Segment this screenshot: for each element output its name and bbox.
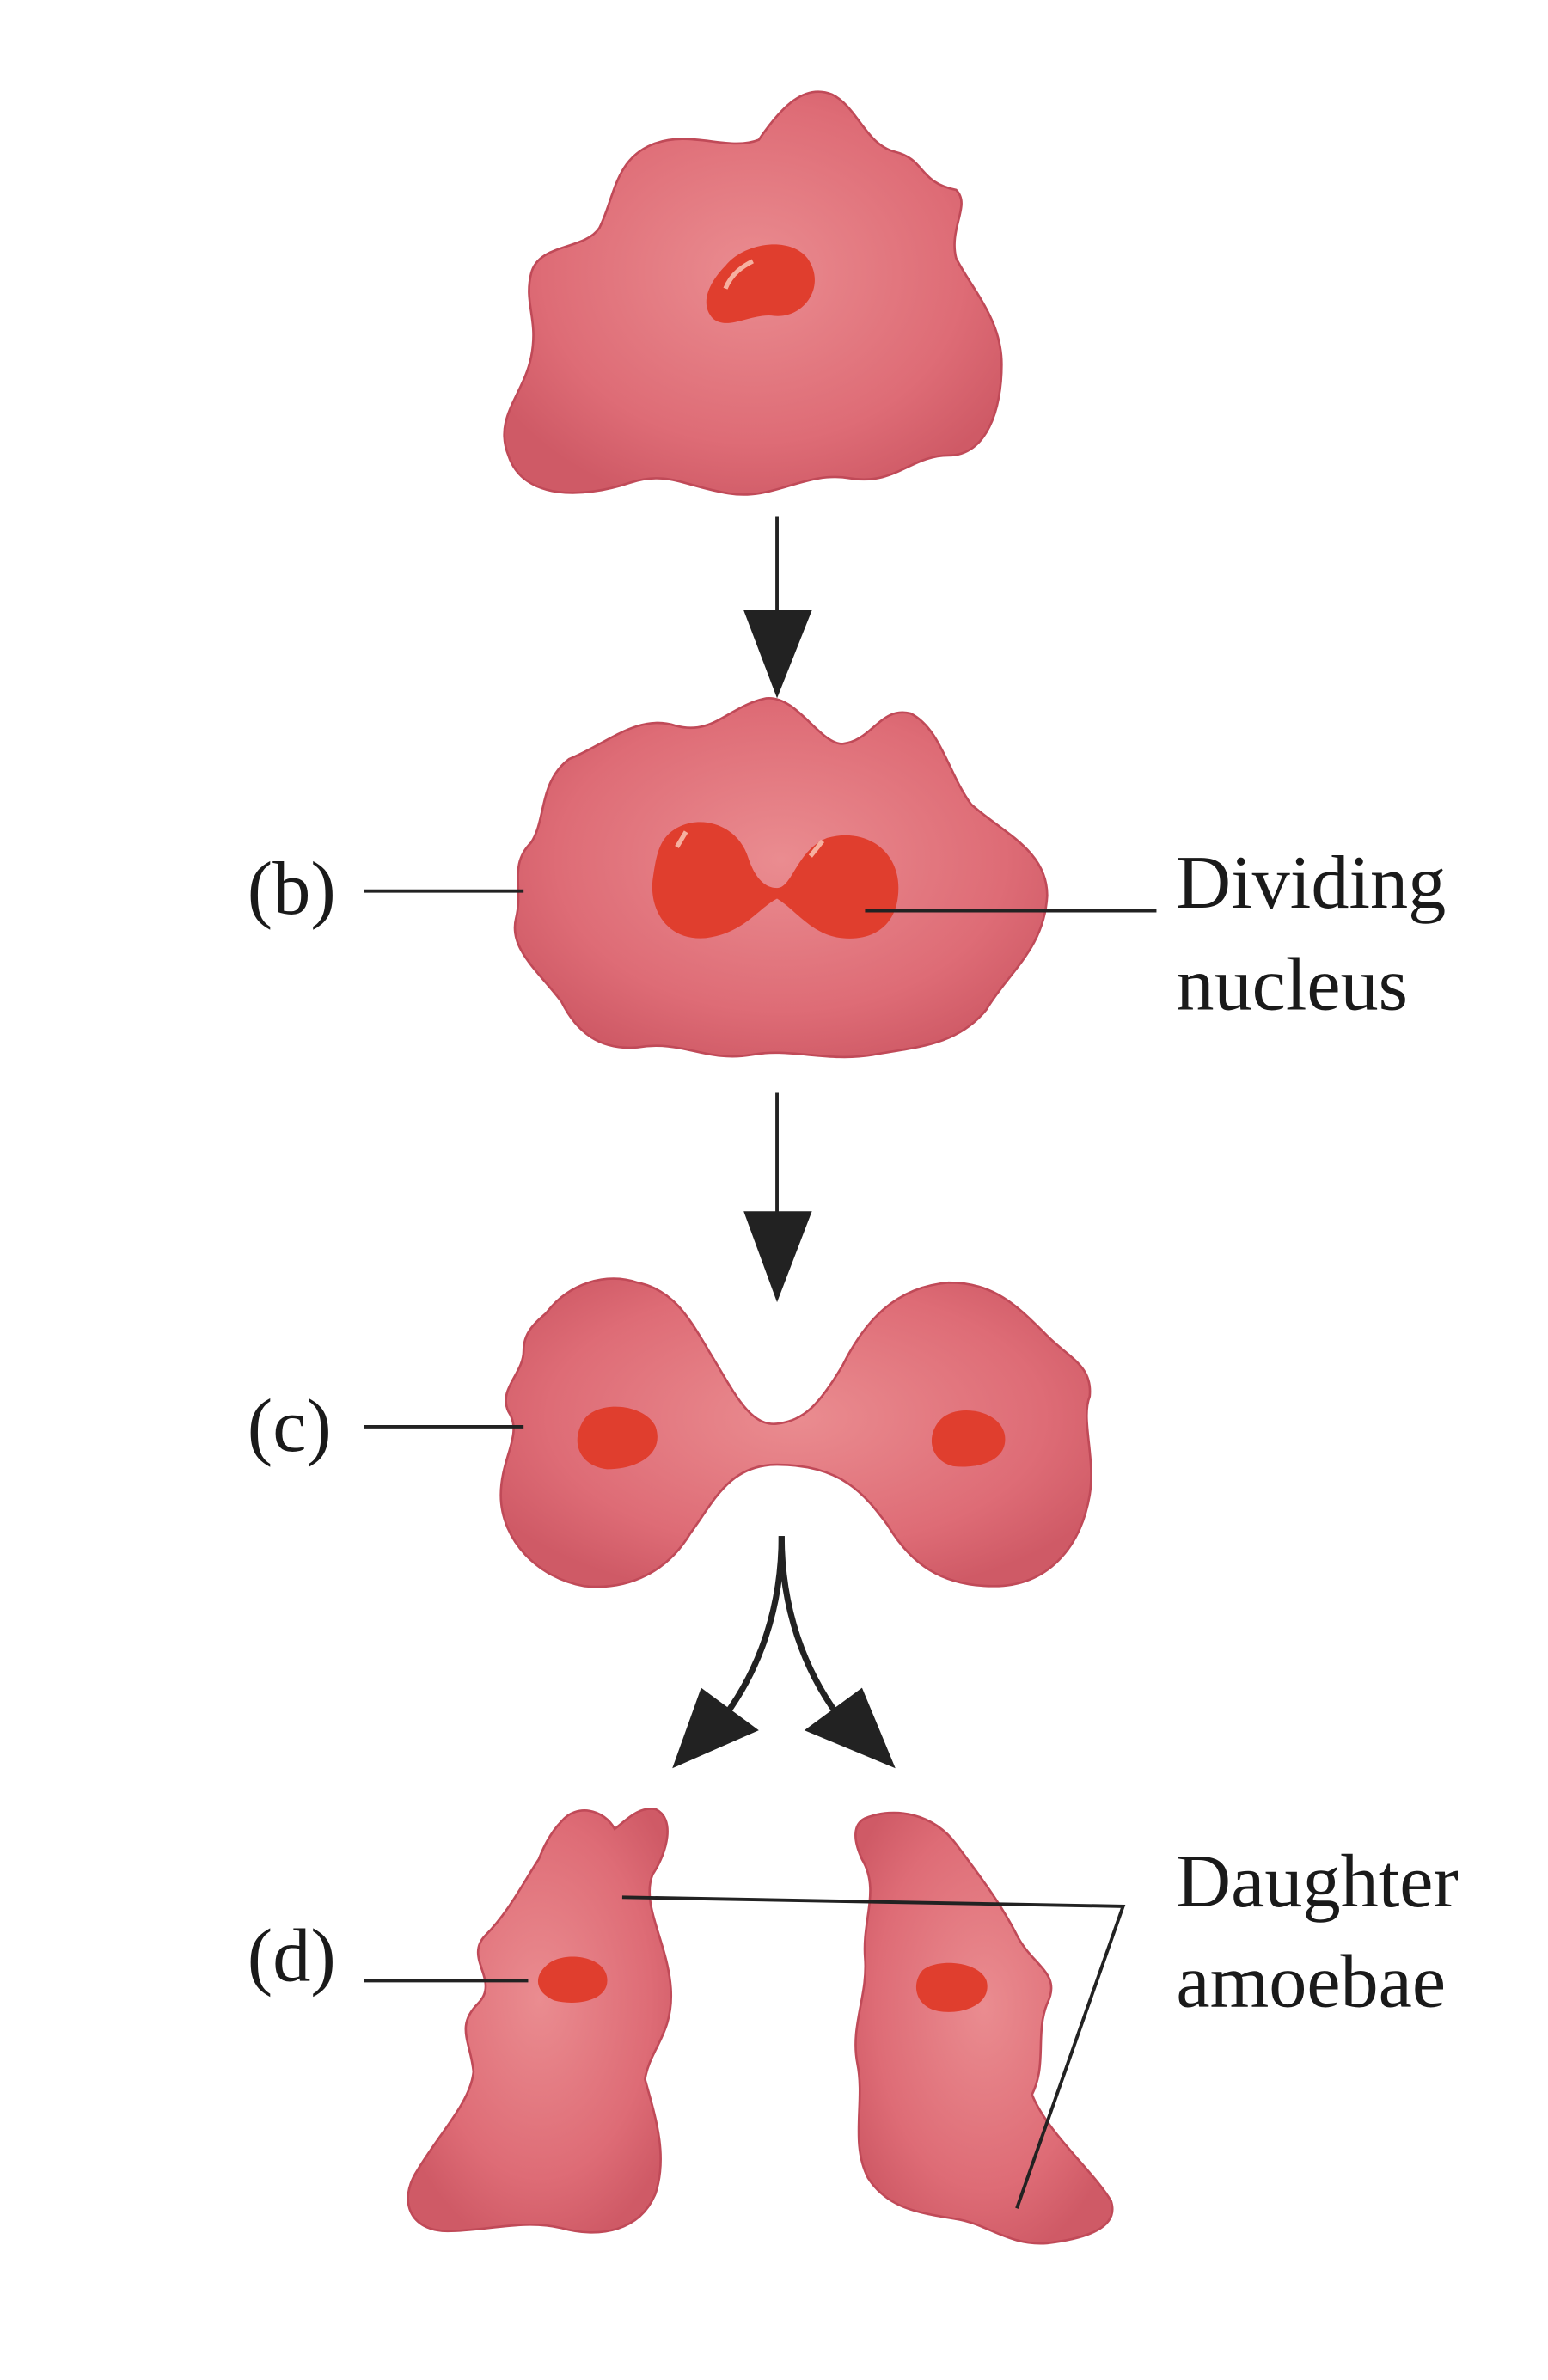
label-dividing-nucleus-1: Dividing: [1176, 841, 1446, 925]
leader-line-daughter-amoebae: [621, 1895, 1126, 2209]
nucleus-right: [931, 1410, 1006, 1467]
label-b: (b): [248, 847, 336, 931]
label-d: (d): [248, 1913, 336, 1998]
nucleus-left: [577, 1406, 658, 1470]
daughter-amoeba-left: [407, 1808, 673, 2234]
label-daughter-amoebae-1: Daughter: [1176, 1839, 1458, 1924]
label-daughter-amoebae-2: amoebae: [1176, 1939, 1446, 2023]
label-c: (c): [248, 1384, 332, 1468]
parent-amoeba: [503, 90, 1003, 496]
arrow-c-to-d-left: [723, 1536, 785, 1717]
arrowhead-icon: [743, 610, 812, 699]
dividing-nucleus: [652, 822, 899, 939]
daughter-amoeba-right: [854, 1811, 1114, 2245]
amoeba-stage-c: [499, 1277, 1092, 1588]
label-dividing-nucleus-2: nucleus: [1176, 942, 1408, 1026]
amoeba-stage-b: [513, 697, 1049, 1059]
arrowhead-icon: [804, 1687, 896, 1769]
arrowhead-icon: [672, 1687, 759, 1769]
nucleus: [706, 244, 815, 323]
arrowhead-icon: [743, 1211, 812, 1303]
nucleus: [537, 1956, 608, 2003]
nucleus: [915, 1962, 988, 2012]
arrow-c-to-d-right: [778, 1536, 841, 1717]
